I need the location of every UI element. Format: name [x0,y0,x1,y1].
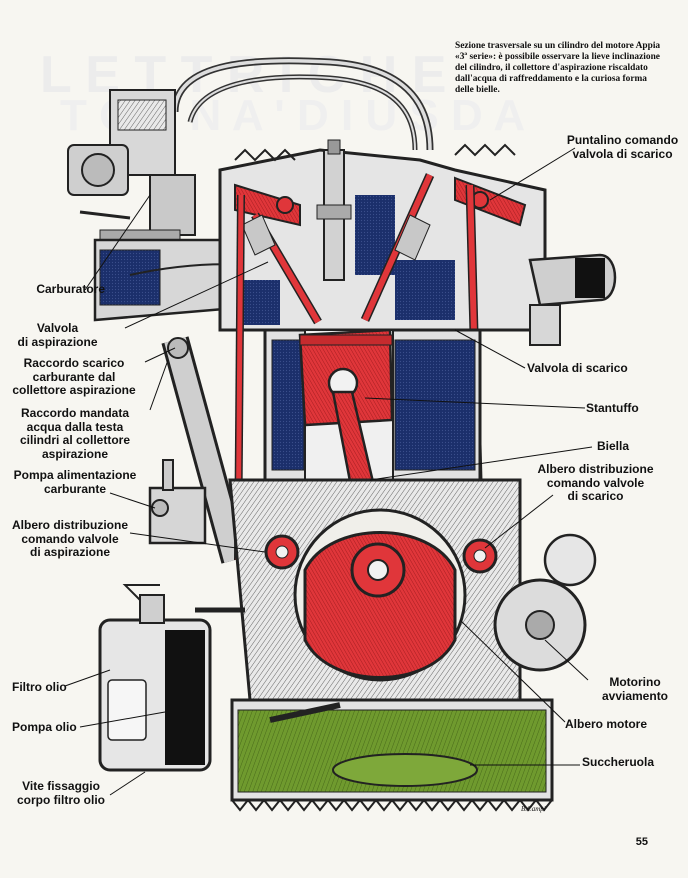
label-stantuffo: Stantuffo [586,401,639,415]
label-puntalino: Puntalino comando valvola di scarico [566,133,679,161]
label-valvola-aspirazione: Valvola di aspirazione [17,321,98,349]
label-biella: Biella [597,439,630,453]
label-motorino: Motorino avviamento [601,675,669,703]
crankcase [228,478,522,702]
label-carburatore: Carburatore [36,282,105,296]
label-filtro-olio: Filtro olio [12,680,67,694]
label-pompa-alimentazione: Pompa alimentazione carburante [13,468,137,496]
piston [298,328,394,427]
oil-sump [230,698,554,812]
carburetor [67,89,196,241]
label-albero-motore: Albero motore [565,717,648,731]
label-raccordo-mandata: Raccordo mandata acqua dalla testa cilin… [19,406,131,461]
label-valvola-scarico: Valvola di scarico [527,361,628,375]
page-number: 55 [635,836,648,848]
figure-caption: Sezione trasversale su un cilindro del m… [455,41,661,95]
starter-motor [493,533,597,672]
label-vite-fissaggio: Vite fissaggio corpo filtro olio [17,779,105,807]
artist-signature: B.Campi [521,805,546,813]
leader-lines [64,147,593,796]
fuel-pump [148,459,207,545]
oil-filter [98,584,245,772]
label-albero-scarico: Albero distribuzione comando valvole di … [537,462,654,503]
label-pompa-olio: Pompa olio [12,720,77,734]
exhaust-manifold [528,253,617,346]
label-raccordo-scarico: Raccordo scarico carburante dal colletto… [12,356,136,397]
label-succheruola: Succheruola [582,755,655,769]
label-albero-aspirazione: Albero distribuzione comando valvole di … [11,518,128,559]
spark-plug [316,139,352,281]
